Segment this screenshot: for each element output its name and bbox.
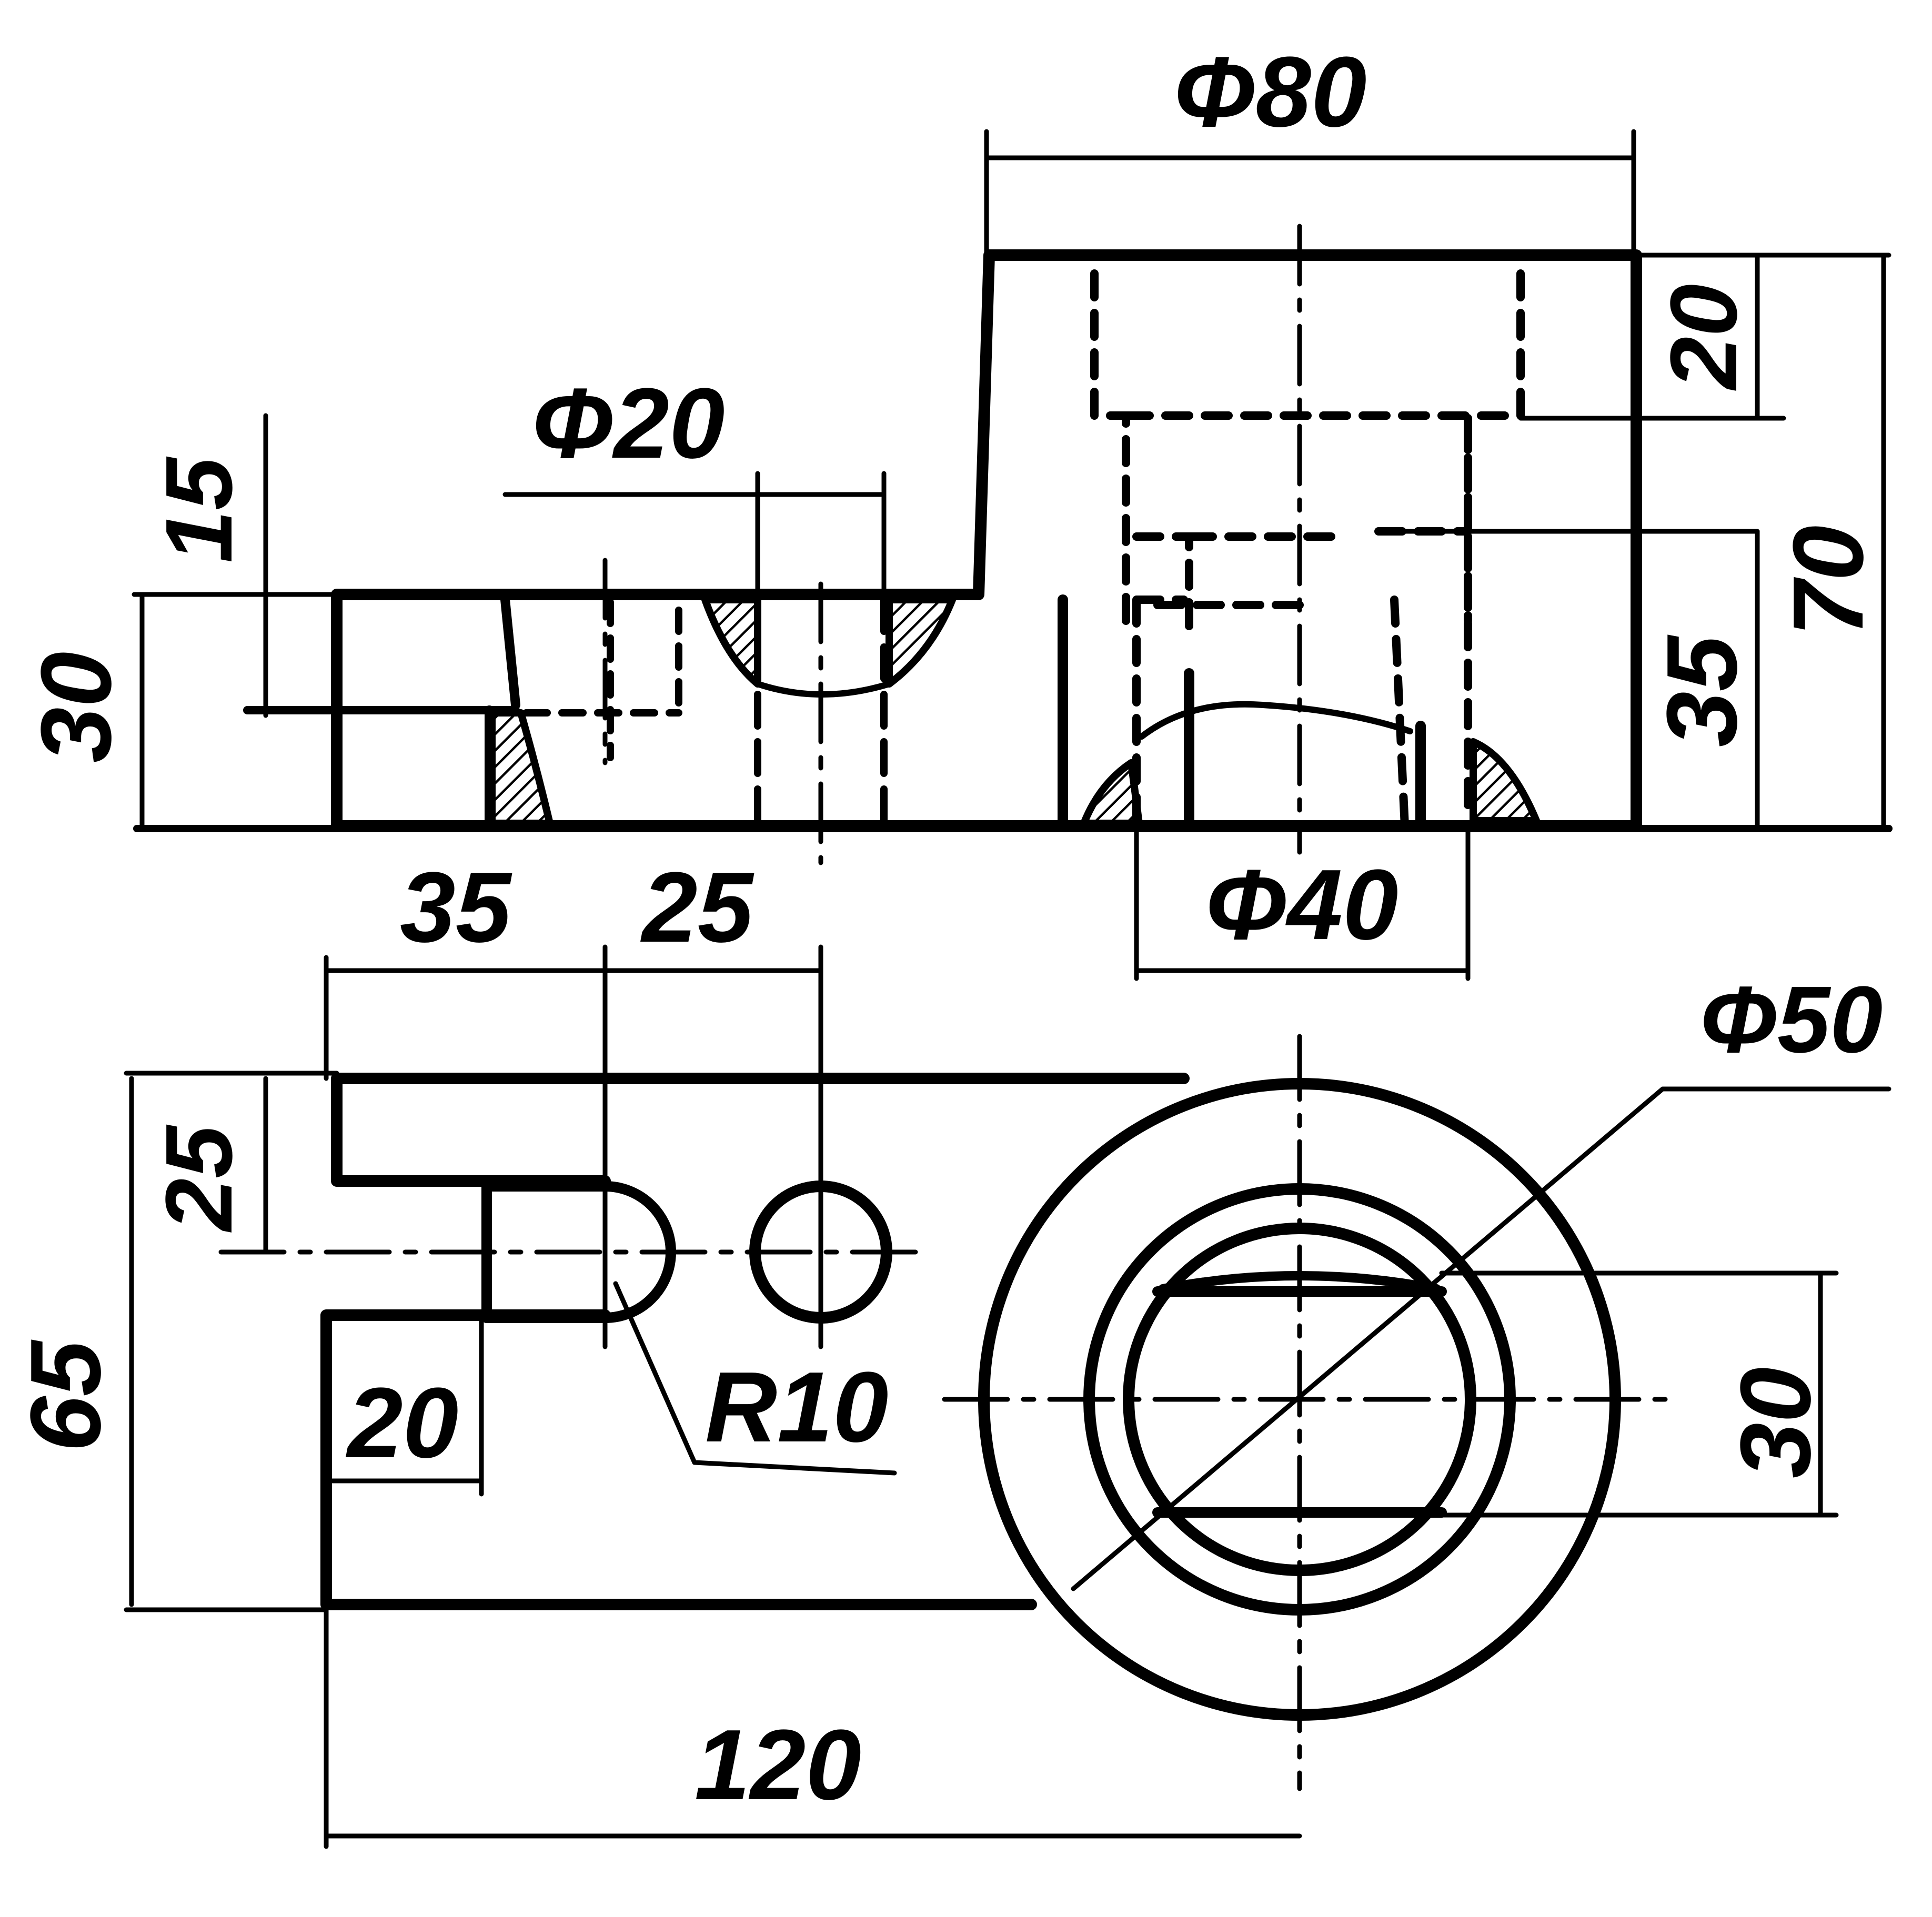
- label-w35: 35: [400, 852, 512, 963]
- label-r10: R10: [705, 1351, 889, 1463]
- boss-hatch-right: [1470, 738, 1540, 824]
- label-d40: Φ40: [1205, 849, 1398, 961]
- label-w120: 120: [695, 1709, 861, 1821]
- hidden-bore-upper: [1090, 269, 1525, 825]
- label-d50: Φ50: [1699, 967, 1883, 1073]
- label-h70: 70: [1773, 526, 1884, 637]
- label-d20: Φ20: [531, 368, 725, 479]
- dim-d50-leader: [1071, 1086, 1891, 1591]
- hole20-intersection-curve: [754, 681, 892, 698]
- label-h20-side: 20: [1651, 284, 1757, 391]
- label-h25-top: 25: [146, 1124, 252, 1233]
- hole20-hatch-left: [701, 596, 761, 688]
- top-view: [124, 944, 1891, 1849]
- label-w20: 20: [346, 1367, 458, 1479]
- label-w25: 25: [640, 852, 754, 963]
- label-h30-top: 30: [1720, 1367, 1832, 1478]
- label-h35-side: 35: [1646, 634, 1758, 747]
- slot-edge-left: [500, 595, 520, 710]
- hidden-bore-lower: [1132, 596, 1409, 830]
- label-h15: 15: [146, 456, 252, 563]
- hidden-bore-middle: [1132, 527, 1472, 646]
- dimension-labels: Φ80 Φ20 15 30 20 35 70 Φ40 35 25 Φ50 25 …: [10, 36, 1884, 1821]
- front-view: [132, 129, 1893, 981]
- label-h65: 65: [10, 1339, 122, 1452]
- dim-r10-leader: [613, 1281, 897, 1476]
- label-d80: Φ80: [1173, 36, 1367, 148]
- boss-hatch-left: [1080, 759, 1143, 827]
- hole20-hatch-right: [886, 596, 956, 688]
- slot-hatch: [488, 709, 554, 827]
- top-view-outline: [320, 1073, 1190, 1610]
- label-h30-front: 30: [21, 652, 132, 763]
- bore-intersection-curve: [1139, 701, 1413, 740]
